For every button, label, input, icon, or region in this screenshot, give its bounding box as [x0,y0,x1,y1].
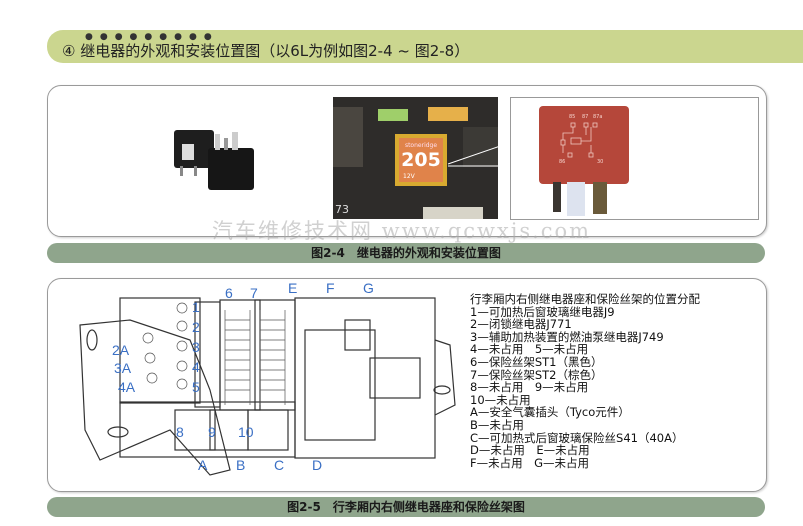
black-relays-photo [174,130,254,190]
figure-2-4-caption: 图2-4 继电器的外观和安装位置图 [47,243,765,263]
pin-label-85: 85 [569,114,576,120]
figure-2-5-caption: 图2-5 行李厢内右侧继电器座和保险丝架图 [47,497,765,517]
legend-item: C—可加热式后窗玻璃保险丝S41（40A） [470,430,684,445]
label-2A: 2A [112,342,130,358]
label-A: A [198,457,208,473]
label-3: 3 [192,339,200,355]
label-4: 4 [192,359,200,375]
relay-brand: stoneridge [404,142,438,149]
legend-item: A—安全气囊插头（Tyco元件） [470,405,630,420]
relay-number: 205 [401,149,441,171]
label-6: 6 [225,285,233,301]
label-F: F [326,280,335,296]
legend-item: 3—辅助加热装置的燃油泵继电器J749 [470,329,664,344]
figure-2-5-panel [47,278,767,492]
label-E: E [288,280,297,296]
label-9: 9 [208,424,216,440]
legend-item: D—未占用 E—未占用 [470,443,590,458]
section-title: ④ 继电器的外观和安装位置图（以6L为例如图2-4 ~ 图2-8） [62,42,470,60]
label-4A: 4A [118,379,136,395]
legend-item: 7—保险丝架ST2（棕色） [470,367,603,382]
background-number: 73 [335,203,349,216]
label-G: G [363,280,374,296]
pin-label-87a: 87a [593,114,603,120]
callout-lines [447,141,512,167]
label-10: 10 [238,424,254,440]
section-header-bar [47,30,803,63]
label-C: C [274,457,284,473]
label-1: 1 [192,299,200,315]
legend-item: 4—未占用 5—未占用 [470,342,589,357]
label-3A: 3A [114,360,132,376]
label-B: B [236,457,245,473]
relay-installed-photo: stoneridge 205 12V 73 [333,97,498,219]
relay-closeup-photo: 85 87 87a 86 30 [510,97,759,220]
legend-item: B—未占用 [470,417,524,432]
pin-label-87: 87 [582,114,589,120]
header-dots: ●●●●●●●●● [85,32,219,42]
watermark: 汽车维修技术网 www.qcwxjs.com [212,219,592,243]
legend-item: 2—闭锁继电器J771 [470,317,572,332]
label-2: 2 [192,319,200,335]
label-5: 5 [192,379,200,395]
relay-voltage: 12V [403,173,415,180]
legend-item: 8—未占用 9—未占用 [470,380,589,395]
pin-label-30: 30 [597,159,604,165]
label-7: 7 [250,285,258,301]
legend-item: 10—未占用 [470,392,531,407]
pin-label-86: 86 [559,159,566,165]
label-D: D [312,457,322,473]
legend-item: 1—可加热后窗玻璃继电器J9 [470,304,615,319]
legend-item: 6—保险丝架ST1（黑色） [470,354,603,369]
relay-fuse-holder-diagram: 1 2 3 4 5 6 7 8 9 10 2A 3A 4A A B C D E … [79,280,456,476]
label-8: 8 [176,424,184,440]
legend-item: F—未占用 G—未占用 [470,455,590,470]
legend-title: 行李厢内右侧继电器座和保险丝架的位置分配 [470,292,700,306]
